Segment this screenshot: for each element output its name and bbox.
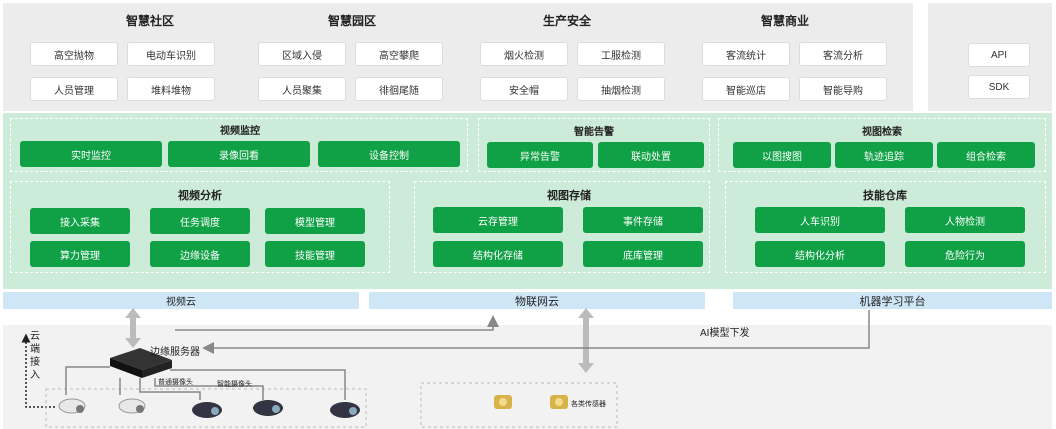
section-title: 技能仓库	[863, 190, 907, 202]
app-item[interactable]: 客流统计	[702, 42, 790, 66]
cloud-access-label: 云端接入	[30, 331, 40, 381]
ai-model-line	[202, 310, 870, 354]
module-button[interactable]: 联动处置	[598, 142, 704, 168]
app-item[interactable]: 智能导购	[799, 77, 887, 101]
app-title: 智慧园区	[327, 14, 376, 28]
module-button[interactable]: 底库管理	[583, 241, 703, 267]
section-title: 视频监控	[220, 126, 260, 137]
video-analysis-frame	[10, 181, 390, 273]
app-item[interactable]: 电动车识别	[127, 42, 215, 66]
module-button[interactable]: 接入采集	[30, 208, 130, 234]
sensor-label: 各类传感器	[571, 401, 606, 408]
sensor-frame	[420, 382, 618, 428]
ai-model-label: AI模型下发	[700, 328, 750, 339]
smart-camera-label: 智能摄像头	[217, 381, 252, 388]
video-cloud-bar: 视频云	[3, 292, 359, 309]
section-title: 视图存储	[547, 190, 591, 202]
app-item[interactable]: 客流分析	[799, 42, 887, 66]
app-item[interactable]: 人员聚集	[258, 77, 346, 101]
edge-to-iot-line	[175, 315, 499, 331]
sensor-icon	[494, 395, 512, 409]
module-button[interactable]: 结构化分析	[755, 241, 885, 267]
normal-camera-label: 普通摄像头	[158, 379, 193, 386]
edge-server-icon	[110, 348, 172, 378]
app-item[interactable]: 工服检测	[577, 42, 665, 66]
dome-camera-icon	[58, 398, 86, 414]
dome-camera-icon	[118, 398, 146, 414]
module-button[interactable]: 异常告警	[487, 142, 593, 168]
app-item[interactable]: 安全帽	[480, 77, 568, 101]
module-button[interactable]: 人车识别	[755, 207, 885, 233]
iot-cloud-bar: 物联网云	[369, 292, 705, 309]
camera-frame	[45, 388, 367, 428]
app-item[interactable]: 人员管理	[30, 77, 118, 101]
skill-warehouse-frame	[725, 181, 1046, 273]
module-button[interactable]: 技能管理	[265, 241, 365, 267]
view-retrieval-frame	[718, 118, 1046, 172]
module-button[interactable]: 轨迹追踪	[835, 142, 933, 168]
app-title: 智慧社区	[125, 14, 174, 28]
module-button[interactable]: 人物检测	[905, 207, 1025, 233]
module-button[interactable]: 危险行为	[905, 241, 1025, 267]
section-title: 视频分析	[178, 190, 222, 202]
app-item[interactable]: 智能巡店	[702, 77, 790, 101]
app-title: 智慧商业	[760, 14, 809, 28]
module-button[interactable]: 组合检索	[937, 142, 1035, 168]
app-item[interactable]: 高空攀爬	[355, 42, 443, 66]
module-button[interactable]: 设备控制	[318, 141, 460, 167]
module-button[interactable]: 云存管理	[433, 207, 563, 233]
module-button[interactable]: 模型管理	[265, 208, 365, 234]
module-button[interactable]: 结构化存储	[433, 241, 563, 267]
bullet-camera-icon	[253, 400, 283, 416]
edge-server-label: 边缘服务器	[150, 347, 200, 358]
iot-cloud-link-arrow	[578, 308, 594, 373]
ml-platform-bar: 机器学习平台	[733, 292, 1052, 309]
module-button[interactable]: 算力管理	[30, 241, 130, 267]
section-title: 智能告警	[574, 127, 614, 138]
bullet-camera-icon	[330, 402, 360, 418]
module-button[interactable]: 边缘设备	[150, 241, 250, 267]
module-button[interactable]: 实时监控	[20, 141, 162, 167]
bullet-camera-icon	[192, 402, 222, 418]
sdk-chip[interactable]: SDK	[968, 75, 1030, 99]
app-item[interactable]: 烟火检测	[480, 42, 568, 66]
video-monitor-frame	[10, 118, 468, 172]
video-cloud-link-arrow	[125, 308, 141, 348]
view-storage-frame	[414, 181, 710, 273]
app-item[interactable]: 徘徊尾随	[355, 77, 443, 101]
module-button[interactable]: 录像回看	[168, 141, 310, 167]
cloud-access-line	[21, 333, 55, 408]
app-title: 生产安全	[542, 14, 591, 28]
api-chip[interactable]: API	[968, 43, 1030, 67]
module-button[interactable]: 以图搜图	[733, 142, 831, 168]
module-button[interactable]: 事件存储	[583, 207, 703, 233]
server-cam-links	[65, 366, 346, 400]
section-title: 视图检索	[862, 127, 902, 138]
app-item[interactable]: 区域入侵	[258, 42, 346, 66]
smart-alarm-frame	[478, 118, 710, 172]
edge-area	[3, 325, 1052, 429]
app-item[interactable]: 抽烟检测	[577, 77, 665, 101]
module-button[interactable]: 任务调度	[150, 208, 250, 234]
app-item[interactable]: 高空抛物	[30, 42, 118, 66]
sensor-icon	[550, 395, 568, 409]
app-item[interactable]: 堆料堆物	[127, 77, 215, 101]
